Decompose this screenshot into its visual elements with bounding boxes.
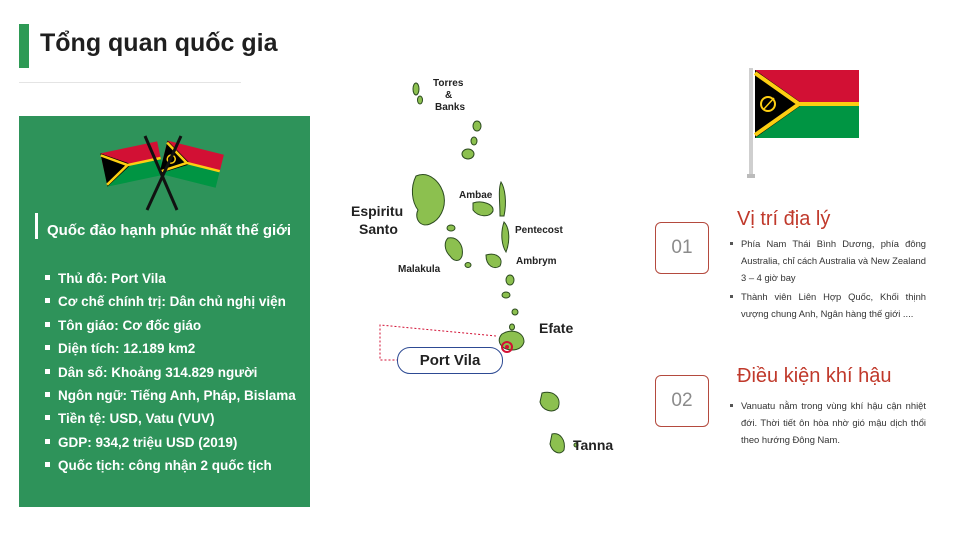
list-item: Phía Nam Thái Bình Dương, phía đông Aust… — [730, 235, 926, 286]
map-label-malakula: Malakula — [398, 264, 441, 275]
subtitle-accent-bar — [35, 213, 38, 239]
section-title-climate: Điều kiện khí hậu — [737, 365, 892, 387]
capital-label: Port Vila — [397, 347, 503, 374]
vanuatu-map — [379, 82, 579, 454]
page-title: Tổng quan quốc gia — [40, 29, 278, 57]
list-item: GDP: 934,2 triệu USD (2019) — [45, 431, 296, 454]
map-label-torres: Torres — [433, 78, 464, 89]
crossed-flags-icon — [100, 135, 224, 211]
map-label-espiritu: Espiritu — [351, 203, 404, 219]
map-label-banks: Banks — [435, 102, 466, 113]
map-label-santo: Santo — [359, 221, 398, 237]
map-label-efate: Efate — [539, 320, 574, 336]
section-title-location: Vị trí địa lý — [737, 208, 831, 230]
list-item: Quốc tịch: công nhận 2 quốc tịch — [45, 454, 296, 477]
title-divider — [19, 82, 241, 83]
list-item: Thành viên Liên Hợp Quốc, Khối thịnh vượ… — [730, 288, 926, 322]
list-item: Tiền tệ: USD, Vatu (VUV) — [45, 407, 296, 430]
section-number-box: 02 — [655, 375, 709, 427]
list-item: Diện tích: 12.189 km2 — [45, 337, 296, 360]
country-facts-panel: Quốc đảo hạnh phúc nhất thế giới Thủ đô:… — [19, 116, 310, 507]
map-label-ambrym: Ambrym — [516, 256, 557, 267]
map-label-pentecost: Pentecost — [515, 225, 563, 236]
map-label-ambae: Ambae — [459, 190, 493, 201]
list-item: Dân số: Khoảng 314.829 người — [45, 361, 296, 384]
location-points: Phía Nam Thái Bình Dương, phía đông Aust… — [730, 235, 926, 324]
map-label-tanna: Tanna — [573, 437, 614, 453]
capital-marker-icon — [501, 341, 513, 353]
vanuatu-flag-icon — [747, 68, 859, 178]
section-number-box: 01 — [655, 222, 709, 274]
list-item: Tôn giáo: Cơ đốc giáo — [45, 314, 296, 337]
title-accent-bar — [19, 24, 29, 68]
list-item: Vanuatu nằm trong vùng khí hậu cận nhiệt… — [730, 397, 926, 448]
list-item: Cơ chế chính trị: Dân chủ nghị viện — [45, 290, 296, 313]
panel-subtitle: Quốc đảo hạnh phúc nhất thế giới — [47, 222, 291, 239]
list-item: Thủ đô: Port Vila — [45, 267, 296, 290]
facts-list: Thủ đô: Port Vila Cơ chế chính trị: Dân … — [45, 267, 296, 478]
climate-points: Vanuatu nằm trong vùng khí hậu cận nhiệt… — [730, 397, 926, 450]
map-label-ampersand: & — [445, 90, 453, 101]
list-item: Ngôn ngữ: Tiếng Anh, Pháp, Bislama — [45, 384, 296, 407]
